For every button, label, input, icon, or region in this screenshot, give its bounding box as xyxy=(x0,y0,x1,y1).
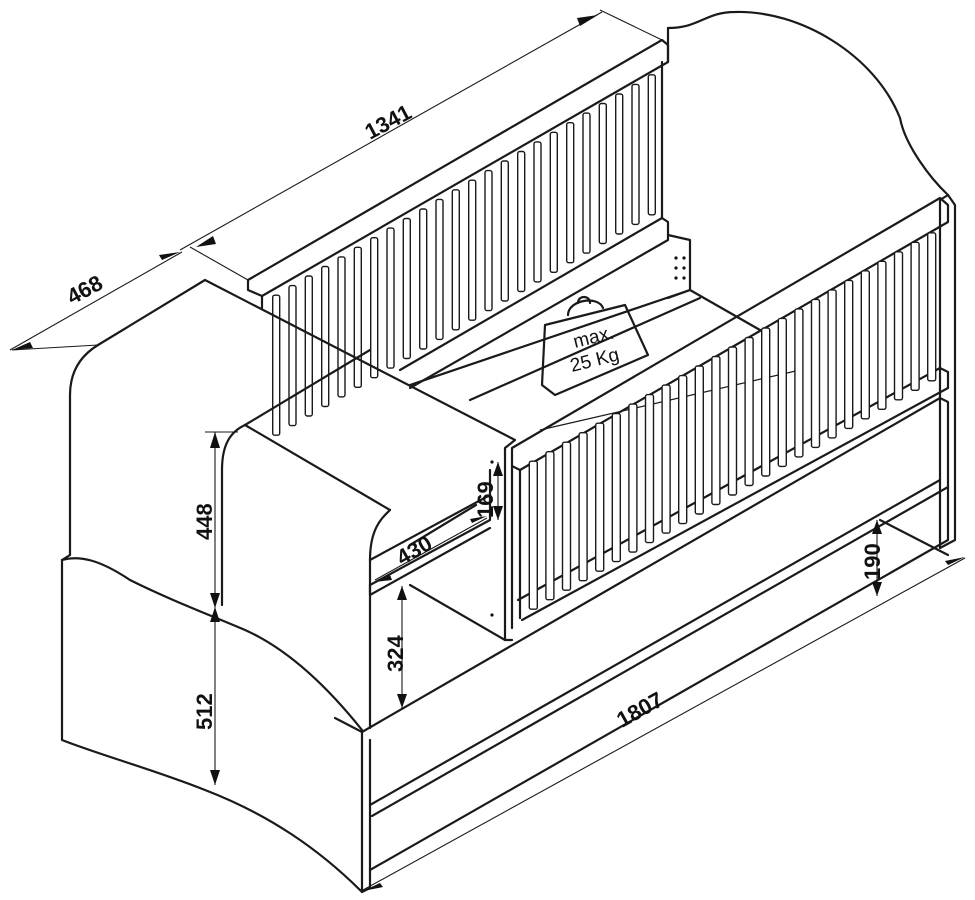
dim-drawer-height-label: 190 xyxy=(860,543,885,580)
dim-shelf-height-label: 169 xyxy=(473,481,498,518)
slat xyxy=(582,112,591,254)
slat xyxy=(337,256,346,398)
slat xyxy=(598,102,607,245)
slat xyxy=(500,160,509,302)
slat xyxy=(288,284,297,427)
slat xyxy=(595,422,605,572)
slat xyxy=(402,217,411,360)
slat xyxy=(644,393,655,544)
slat xyxy=(528,460,538,610)
slat xyxy=(647,74,656,216)
slat xyxy=(711,355,721,506)
slat xyxy=(435,198,444,341)
dim-depth-label: 468 xyxy=(63,270,107,309)
dim-length-lower: 1807 xyxy=(362,557,966,891)
slat xyxy=(545,451,555,601)
slat xyxy=(468,179,477,321)
slat xyxy=(272,294,281,436)
slat xyxy=(611,412,621,563)
dim-base-height-label: 512 xyxy=(192,693,217,730)
slat xyxy=(370,236,379,379)
slat xyxy=(678,374,688,525)
slat xyxy=(578,432,588,582)
drawer xyxy=(360,396,950,894)
slat xyxy=(484,169,493,312)
slat xyxy=(615,93,624,235)
slat xyxy=(893,251,904,401)
slat xyxy=(927,232,937,382)
back-rail xyxy=(246,38,670,436)
slat xyxy=(566,121,575,264)
slat xyxy=(631,83,640,226)
slat xyxy=(910,241,920,392)
dim-open-shelf-height: 324 xyxy=(383,586,408,708)
slat xyxy=(744,336,754,487)
slat xyxy=(451,189,460,331)
slat xyxy=(877,260,887,410)
dim-open-shelf-height-label: 324 xyxy=(383,635,408,672)
dim-chest-height-label: 448 xyxy=(192,503,217,540)
slat xyxy=(860,270,870,420)
dim-heights: 448 512 xyxy=(192,431,238,785)
slat xyxy=(533,141,542,283)
front-slats xyxy=(528,232,937,610)
slat xyxy=(661,384,671,534)
weight-tag: max. 25 Kg xyxy=(540,295,650,397)
slat xyxy=(419,208,428,350)
slat xyxy=(810,298,821,449)
slat xyxy=(549,131,558,274)
slat xyxy=(761,327,771,477)
slat xyxy=(628,403,638,553)
dim-shelf-depth-label: 430 xyxy=(392,530,436,570)
slat xyxy=(694,365,704,515)
dim-length-upper-label: 1341 xyxy=(361,99,416,144)
slat xyxy=(517,150,526,293)
dresser xyxy=(60,278,517,894)
slat xyxy=(844,279,854,430)
dim-shelf-height: 169 xyxy=(473,462,503,520)
slat xyxy=(561,441,572,591)
slat xyxy=(794,308,804,458)
dim-depth: 468 xyxy=(9,251,183,351)
slat xyxy=(777,317,787,468)
slat xyxy=(827,289,837,439)
front-rail xyxy=(510,196,950,630)
dim-length-lower-label: 1807 xyxy=(612,687,667,733)
back-slats xyxy=(272,74,656,436)
slat xyxy=(321,265,330,408)
slat xyxy=(386,227,395,369)
slat xyxy=(727,346,738,496)
slat xyxy=(304,275,313,417)
dim-drawer-height: 190 xyxy=(860,520,885,596)
back-end-post xyxy=(666,233,692,300)
slat xyxy=(353,246,362,389)
